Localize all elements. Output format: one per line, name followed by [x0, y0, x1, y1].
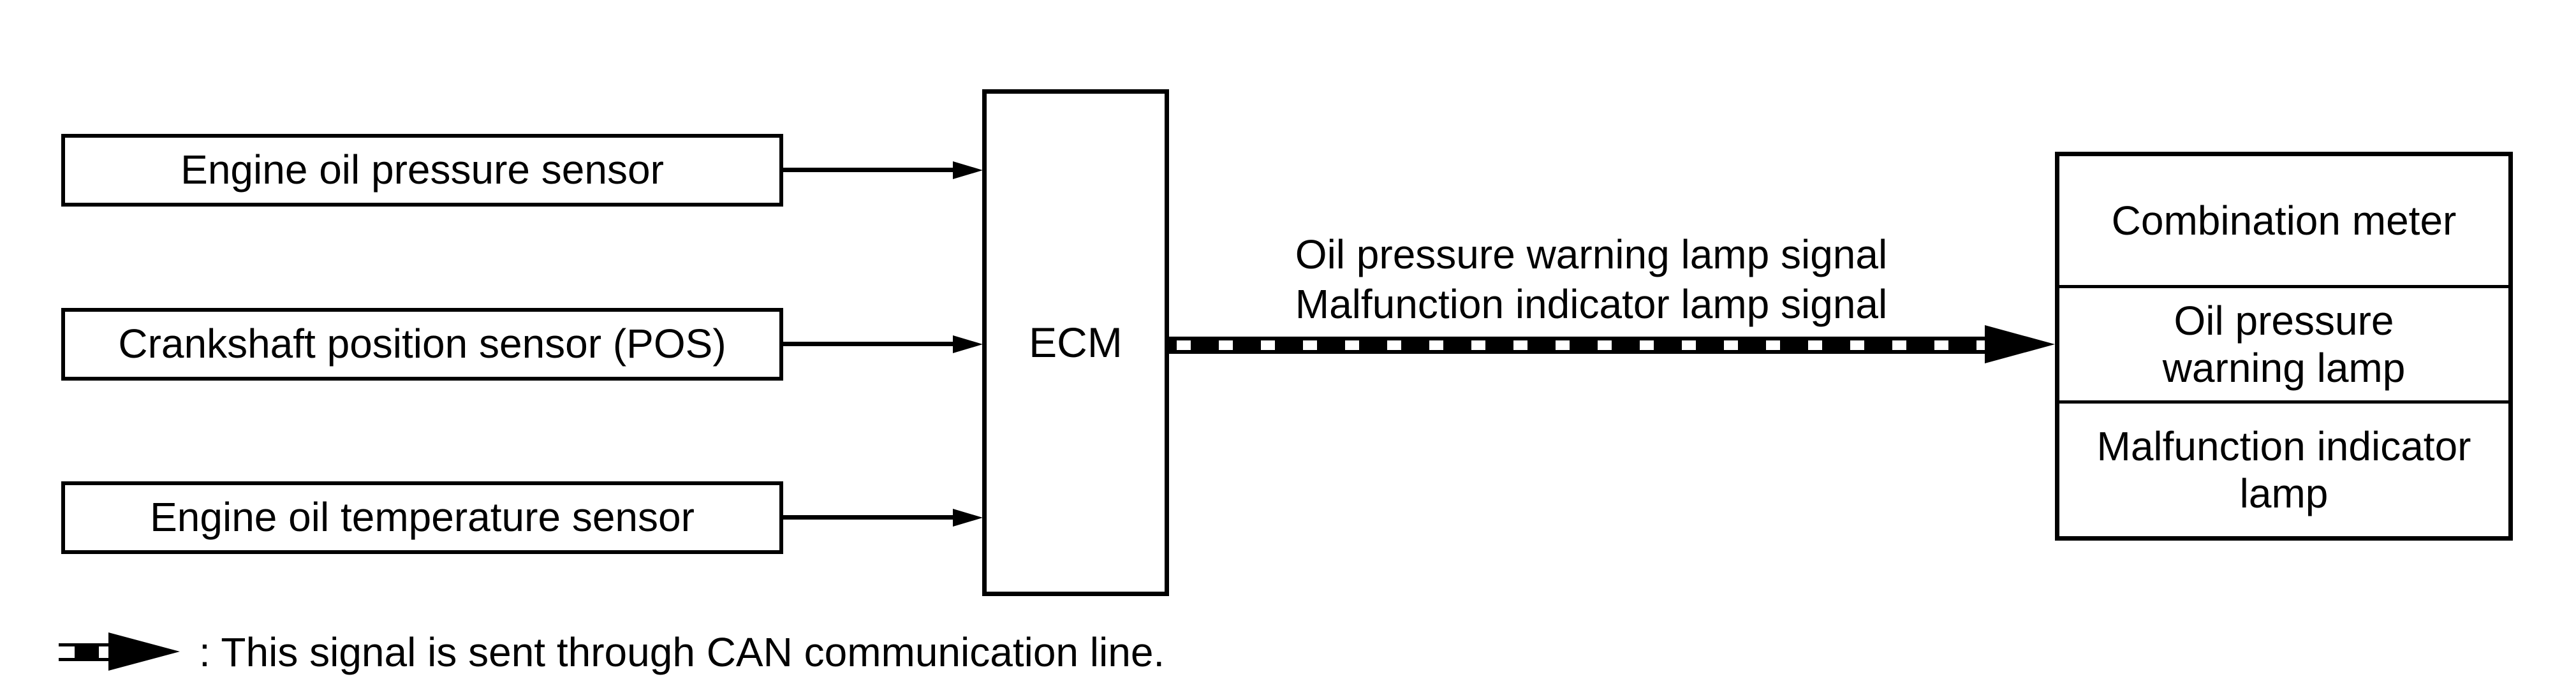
cell-text-line: Oil pressure	[2174, 298, 2394, 344]
can-communication-line	[1169, 337, 1985, 354]
sensor-box-engine-oil-temperature: Engine oil temperature sensor	[61, 481, 783, 554]
arrowhead-icon	[953, 509, 983, 527]
combination-meter-title: Combination meter	[2111, 198, 2457, 244]
combination-meter-title-cell: Combination meter	[2059, 156, 2508, 285]
ecm-label: ECM	[1029, 318, 1122, 366]
malfunction-indicator-lamp-cell: Malfunction indicator lamp	[2059, 400, 2508, 536]
sensor-box-crankshaft-position: Crankshaft position sensor (POS)	[61, 308, 783, 381]
can-line-stripes	[1177, 340, 1985, 350]
sensor-label: Engine oil pressure sensor	[180, 147, 664, 193]
connector-line-oil-pressure-to-ecm	[783, 168, 957, 172]
combination-meter-table: Combination meter Oil pressure warning l…	[2055, 152, 2513, 541]
legend-line-stripes	[59, 646, 110, 658]
oil-pressure-warning-lamp-signal-label: Oil pressure warning lamp signal	[1295, 231, 1888, 277]
ecm-box: ECM	[982, 89, 1169, 596]
cell-text-line: lamp	[2239, 470, 2329, 516]
cell-text-line: warning lamp	[2162, 345, 2406, 391]
can-signal-labels: Oil pressure warning lamp signal Malfunc…	[1186, 230, 1996, 329]
sensor-box-engine-oil-pressure: Engine oil pressure sensor	[61, 134, 783, 207]
legend-text: : This signal is sent through CAN commun…	[199, 629, 1165, 675]
sensor-label: Crankshaft position sensor (POS)	[118, 321, 726, 367]
legend-can-arrowhead-icon	[108, 632, 180, 671]
sensor-label: Engine oil temperature sensor	[150, 494, 695, 541]
can-arrowhead-icon	[1985, 325, 2055, 363]
connector-line-crankshaft-to-ecm	[783, 342, 957, 346]
arrowhead-icon	[953, 335, 983, 353]
legend-can-line-icon	[59, 643, 110, 661]
malfunction-indicator-lamp-signal-label: Malfunction indicator lamp signal	[1295, 281, 1888, 327]
cell-text-line: Malfunction indicator	[2096, 423, 2471, 469]
connector-line-oil-temperature-to-ecm	[783, 515, 957, 520]
arrowhead-icon	[953, 161, 983, 179]
oil-pressure-warning-lamp-cell: Oil pressure warning lamp	[2059, 285, 2508, 400]
